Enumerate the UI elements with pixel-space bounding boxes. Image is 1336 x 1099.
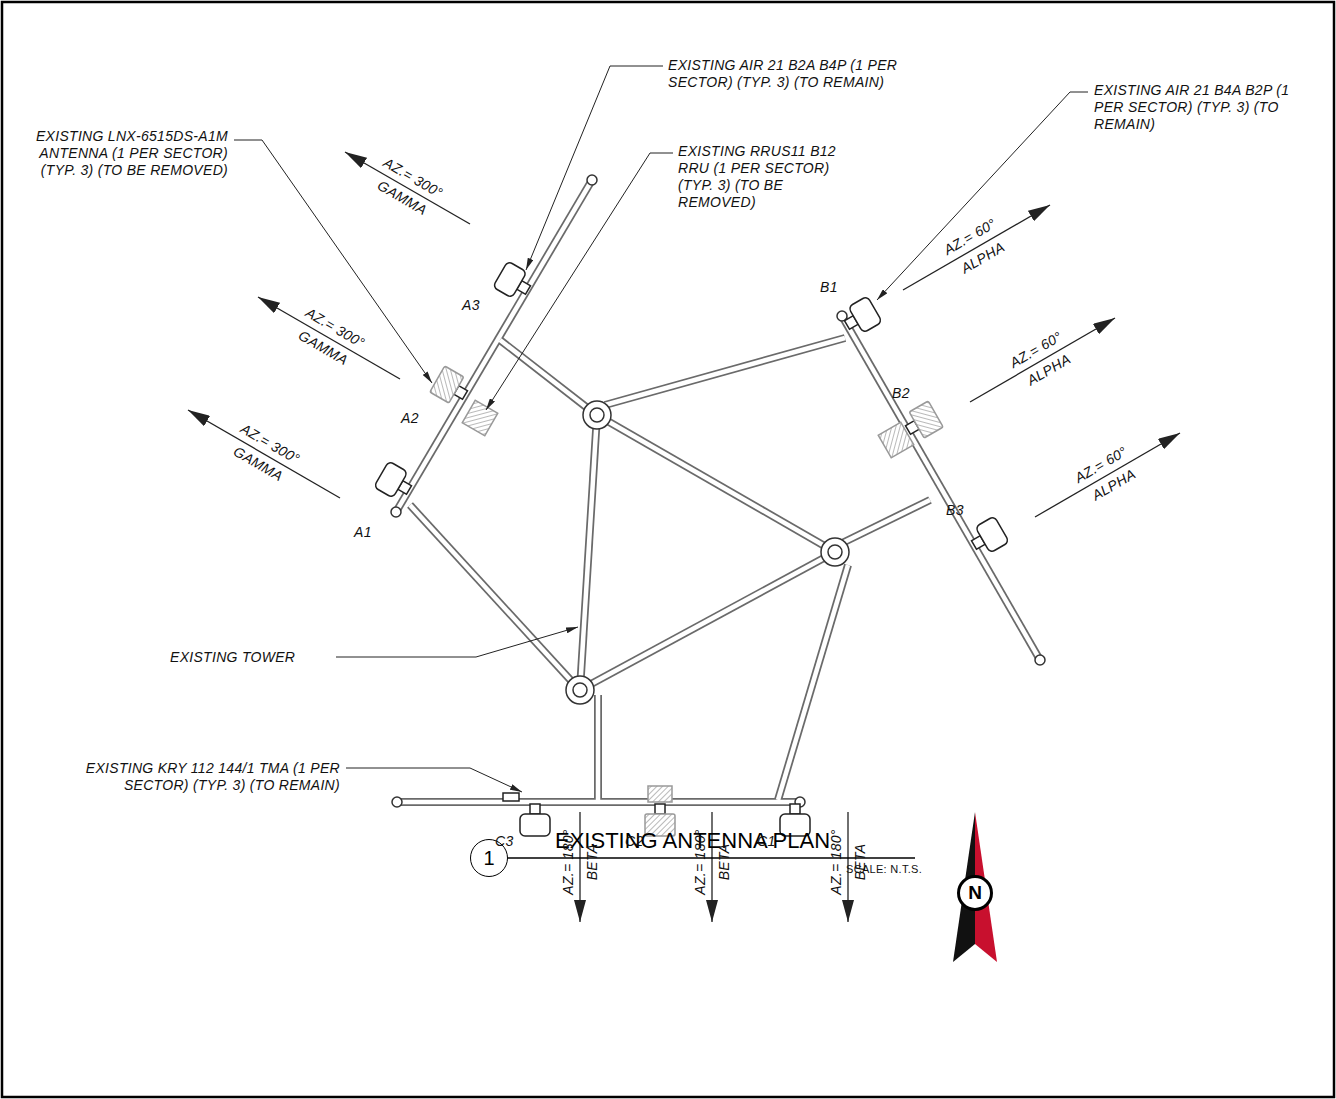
drawing-circle	[590, 408, 604, 422]
drawing-rect	[520, 814, 550, 836]
azimuth-label: AZ.= 180°	[560, 829, 577, 895]
drawing-circle	[587, 175, 597, 185]
drawing-rect	[848, 296, 882, 333]
drawing-line	[345, 152, 470, 224]
drawing-rect	[790, 804, 800, 814]
drawing-line	[258, 297, 400, 379]
drawing-circle	[583, 401, 611, 429]
drawing-g	[391, 175, 1045, 807]
callout-note: EXISTING LNX-6515DS-A1M ANTENNA (1 PER S…	[28, 128, 228, 179]
drawing-rect	[909, 401, 943, 438]
drawing-line	[1035, 433, 1180, 517]
drawing-circle	[573, 683, 587, 697]
leader-lines	[234, 66, 1088, 792]
position-label: C3	[495, 833, 514, 850]
drawing-g	[520, 804, 550, 836]
drawing-rect	[430, 366, 464, 403]
drawing-rect	[462, 400, 498, 436]
position-label: C1	[757, 833, 776, 850]
drawing-polyline	[346, 768, 522, 792]
drawing-rect	[493, 261, 527, 298]
drawing-circle	[1035, 655, 1045, 665]
antenna-symbols	[374, 261, 1009, 836]
drawing-circle	[392, 797, 402, 807]
callout-note: EXISTING RRUS11 B12 RRU (1 PER SECTOR) (…	[678, 143, 858, 211]
drawing-polyline	[877, 92, 1088, 300]
drawing-rect	[975, 516, 1009, 553]
drawing-polyline	[336, 627, 578, 657]
position-label: A3	[462, 297, 480, 314]
drawing-circle	[828, 545, 842, 559]
drawing-line	[188, 410, 340, 498]
position-label: B2	[892, 385, 910, 402]
drawing-rect	[648, 786, 672, 802]
drawing-circle	[566, 676, 594, 704]
drawing-rect	[374, 461, 408, 498]
callout-note: EXISTING AIR 21 B2A B4P (1 PER SECTOR) (…	[668, 57, 908, 91]
azimuth-label: AZ.= 180°	[828, 829, 845, 895]
azimuth-arrows	[188, 152, 1180, 922]
drawing-g	[430, 366, 473, 408]
drawing-rect	[530, 804, 540, 814]
drawing-use	[396, 180, 1040, 802]
drawing-g	[462, 400, 914, 802]
drawing-g	[840, 296, 883, 338]
drawing-circle	[821, 538, 849, 566]
drawing-rect	[655, 804, 665, 814]
node-text: N	[968, 882, 982, 904]
node-text: 1	[483, 847, 494, 870]
position-label: A2	[401, 410, 419, 427]
sector-label: BETA	[716, 843, 733, 880]
position-label: C2	[625, 833, 644, 850]
callout-note: EXISTING TOWER	[170, 649, 295, 666]
drawing-rect	[503, 793, 519, 801]
drawing-use	[396, 180, 1040, 802]
drawing-g	[493, 261, 536, 303]
drawing-g	[967, 516, 1010, 558]
north-arrow	[953, 812, 997, 962]
callout-note: EXISTING KRY 112 144/1 TMA (1 PER SECTOR…	[40, 760, 340, 794]
tower-structure	[391, 175, 1045, 807]
drawing-circle	[391, 507, 401, 517]
drawing-polyline	[486, 153, 673, 410]
sector-label: BETA	[584, 843, 601, 880]
position-label: B1	[820, 279, 838, 296]
position-label: A1	[354, 524, 372, 541]
position-label: B3	[946, 502, 964, 519]
drawing-g	[374, 461, 417, 503]
scale-note: SCALE: N.T.S.	[846, 862, 922, 876]
callout-note: EXISTING AIR 21 B4A B2P (1 PER SECTOR) (…	[1094, 82, 1309, 133]
drawing-rect	[878, 422, 914, 458]
drawing-line	[970, 318, 1115, 402]
azimuth-label: AZ.= 180°	[692, 829, 709, 895]
north-circle: N	[957, 875, 993, 911]
